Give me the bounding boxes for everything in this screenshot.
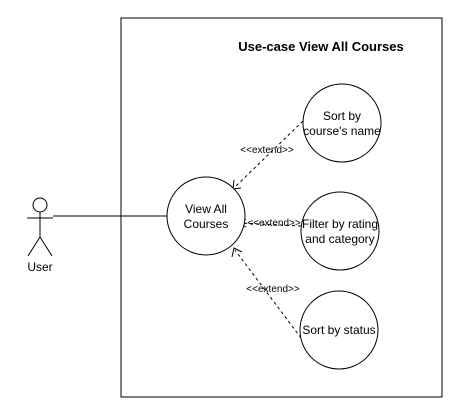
use-case-sort-status-line1: Sort by status bbox=[302, 323, 375, 337]
actor-right-leg bbox=[39, 236, 53, 257]
use-case-main-line2: Courses bbox=[184, 217, 229, 231]
use-case-main-line1: View All bbox=[185, 202, 227, 216]
use-case-sort-name-line1: Sort by bbox=[323, 109, 361, 123]
use-case-sort-name-line2: course's name bbox=[303, 124, 381, 138]
use-case-view-all-courses bbox=[166, 176, 246, 256]
actor-left-leg bbox=[27, 236, 41, 257]
extend-arrow-sort-name bbox=[234, 120, 304, 188]
extend-arrowhead-sort-status bbox=[231, 247, 243, 258]
extend-arrow-filter bbox=[239, 222, 302, 227]
system-title: Use-case View All Courses bbox=[238, 39, 403, 54]
use-case-sort-by-name bbox=[302, 83, 382, 163]
extend-label-sort-status: <<extend>> bbox=[246, 284, 300, 295]
extend-label-filter: <<extend>> bbox=[247, 218, 301, 229]
actor-label: User bbox=[27, 260, 52, 274]
use-case-sort-by-status bbox=[299, 290, 379, 370]
actor-user bbox=[27, 197, 53, 257]
actor-head bbox=[32, 197, 48, 213]
use-case-filter-by-rating bbox=[300, 191, 380, 271]
use-case-filter-line1: Filter by rating bbox=[302, 217, 378, 231]
extend-label-sort-name: <<extend>> bbox=[240, 145, 294, 156]
use-case-filter-line2: and category bbox=[305, 232, 374, 246]
extend-arrow-sort-status bbox=[234, 249, 302, 339]
